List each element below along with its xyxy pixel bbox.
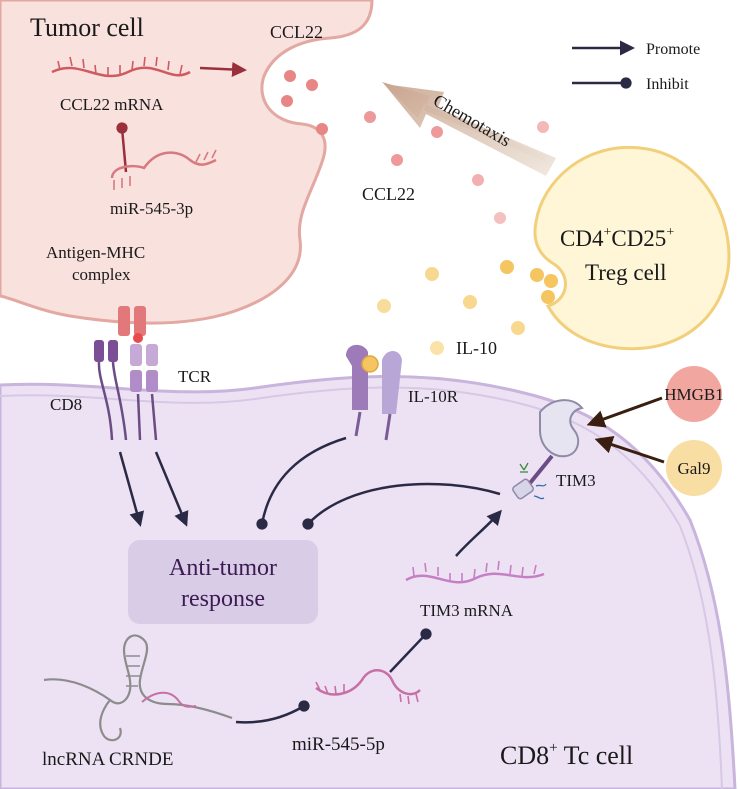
il10-dot [530,268,544,282]
gal9-ligand [666,440,722,496]
cd8-label: CD8 [50,395,82,414]
ccl22-top-label: CCL22 [270,22,323,42]
tc-cell [0,375,737,789]
anti-tumor-response-box [128,540,318,624]
mir545-3p-label: miR-545-3p [110,199,193,218]
treg-sup1: + [603,225,611,240]
anti-tumor-response-line1: Anti-tumor [169,555,277,581]
il10-dot [544,274,558,288]
ccl22-dots [281,70,549,224]
promote-arrow-ccl22-secretion [199,61,247,77]
ccl22-dot [364,111,376,123]
lncrna-crnde-icon [43,634,233,742]
inhibit-line-tim3 [302,482,501,530]
treg-cell [533,145,731,351]
il10-dot [511,321,525,335]
il10r-receptor [346,344,402,441]
ccl22-dot [472,174,484,186]
promote-arrow-cd8 [118,451,145,527]
treg-cd4: CD4 [560,226,604,251]
legend-promote-label: Promote [646,41,700,58]
promote-arrow-tcr [154,451,189,527]
tumor-cell-title: Tumor cell [30,13,144,42]
ccl22-dot [431,126,443,138]
anti-tumor-response-line2: response [181,586,265,612]
hmgb1-ligand [666,366,722,422]
ccl22-dot [537,121,549,133]
tim3-mrna-label: TIM3 mRNA [420,601,514,620]
ccl22-secreted-label: CCL22 [362,184,415,204]
ccl22-mrna-label: CCL22 mRNA [60,95,164,114]
tim3-receptor [512,399,584,500]
ccl22-dot [316,123,328,135]
antigen-mhc-label-line1: Antigen-MHC [46,243,145,262]
tc-cell-title: CD8+ Tc cell [500,740,633,770]
tcr-label: TCR [178,367,212,386]
inhibit-line-mir545-3p [116,122,128,173]
mir545-3p-icon [110,149,217,190]
lncrna-crnde-label: lncRNA CRNDE [42,749,173,770]
il10-dot [377,299,391,313]
ccl22-dot [494,212,506,224]
promote-arrow-tim3-mrna [455,509,502,557]
gal9-label: Gal9 [677,459,710,478]
inhibit-line-mir545-5p [389,628,432,673]
hmgb1-label: HMGB1 [664,385,724,404]
inhibit-line-il10r [256,436,347,530]
ccl22-dot [281,95,293,107]
legend-inhibit-label: Inhibit [646,76,689,93]
treg-cd25: CD25 [611,226,666,251]
ccl22-dot [284,70,296,82]
treg-cell-label-line2: Treg cell [585,260,667,285]
il10-dot [463,295,477,309]
il10-dots [377,260,558,355]
antigen-mhc-complex [118,306,146,343]
legend: Promote Inhibit [572,40,700,93]
chemotaxis-arrow [382,82,556,176]
tc-cell-title-cd8: CD8 [500,741,549,770]
treg-sup2: + [666,225,674,240]
tim3-mrna-icon [405,560,545,584]
il10-dot [541,290,555,304]
tc-cell-title-sup: + [549,740,557,756]
il10r-label: IL-10R [408,387,459,406]
il10-dot [425,267,439,281]
il10-dot [430,341,444,355]
tim3-label: TIM3 [556,471,596,490]
ccl22-mrna-icon [51,56,191,78]
promote-arrow-gal9 [594,436,665,464]
ccl22-dot [306,79,318,91]
cd8-receptor [94,340,128,441]
promote-arrow-hmgb1 [586,396,663,428]
mir545-5p-label: miR-545-5p [292,734,385,755]
ccl22-dot [391,154,403,166]
inhibit-line-lncrna [235,700,310,724]
tcr-receptor [130,344,158,441]
mir545-5p-icon [315,669,421,705]
tumor-cell [0,0,374,325]
il10-label: IL-10 [456,338,497,358]
tc-cell-title-rest: Tc cell [558,741,634,770]
treg-cell-label-line1: CD4+CD25+ [560,225,674,251]
il10-dot [500,260,514,274]
antigen-mhc-label-line2: complex [72,265,131,284]
